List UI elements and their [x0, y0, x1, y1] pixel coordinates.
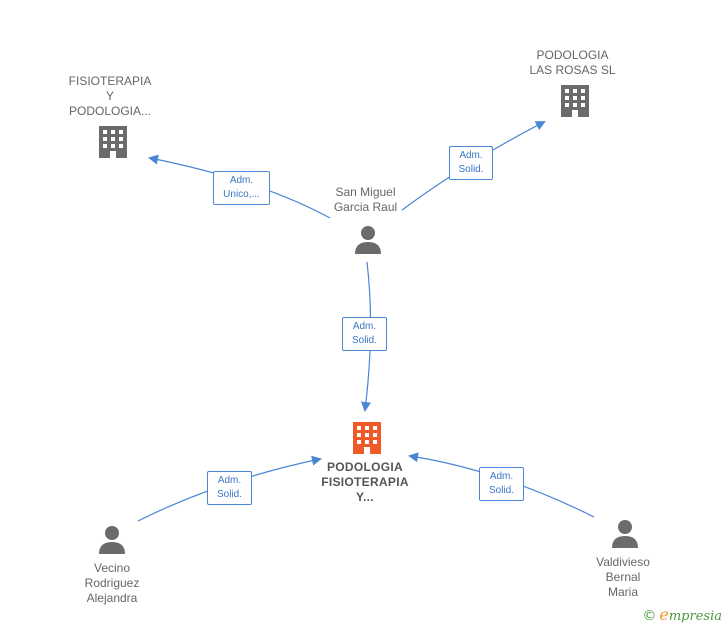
company-name: PODOLOGIA LAS ROSAS SL	[529, 48, 616, 77]
person-name: San Miguel Garcia Raul	[333, 185, 398, 214]
company-node-las-rosas[interactable]: PODOLOGIA LAS ROSAS SL	[515, 48, 630, 78]
building-icon	[561, 85, 589, 117]
person-node-san-miguel[interactable]: San Miguel Garcia Raul	[318, 185, 413, 215]
edge-label-valdivieso-main: Adm. Solid.	[479, 467, 524, 501]
person-name: Valdivieso Bernal Maria	[596, 555, 650, 599]
brand-name: mpresia	[668, 609, 722, 624]
company-node-fisioterapia[interactable]: FISIOTERAPIA Y PODOLOGIA...	[55, 74, 165, 119]
edge-label-san-miguel-rosas: Adm. Solid.	[449, 146, 493, 180]
person-icon	[99, 526, 125, 554]
person-name: Vecino Rodriguez Alejandra	[84, 561, 140, 605]
company-node-main[interactable]: PODOLOGIA FISIOTERAPIA Y...	[305, 460, 425, 505]
copyright-symbol: ©	[642, 608, 657, 624]
empresia-logo[interactable]: ©empresia	[642, 605, 722, 624]
person-node-valdivieso[interactable]: Valdivieso Bernal Maria	[578, 555, 668, 600]
company-name: PODOLOGIA FISIOTERAPIA Y...	[321, 460, 409, 504]
person-icon	[612, 520, 638, 548]
edge-label-vecino-main: Adm. Solid.	[207, 471, 252, 505]
company-name: FISIOTERAPIA Y PODOLOGIA...	[68, 74, 152, 118]
edge-label-san-miguel-fisio: Adm. Unico,...	[213, 171, 270, 205]
building-icon	[99, 126, 127, 158]
edge-label-san-miguel-main: Adm. Solid.	[342, 317, 387, 351]
person-icon	[355, 226, 381, 254]
person-node-vecino[interactable]: Vecino Rodriguez Alejandra	[62, 561, 162, 606]
brand-initial: e	[659, 605, 669, 624]
building-icon	[353, 422, 381, 454]
